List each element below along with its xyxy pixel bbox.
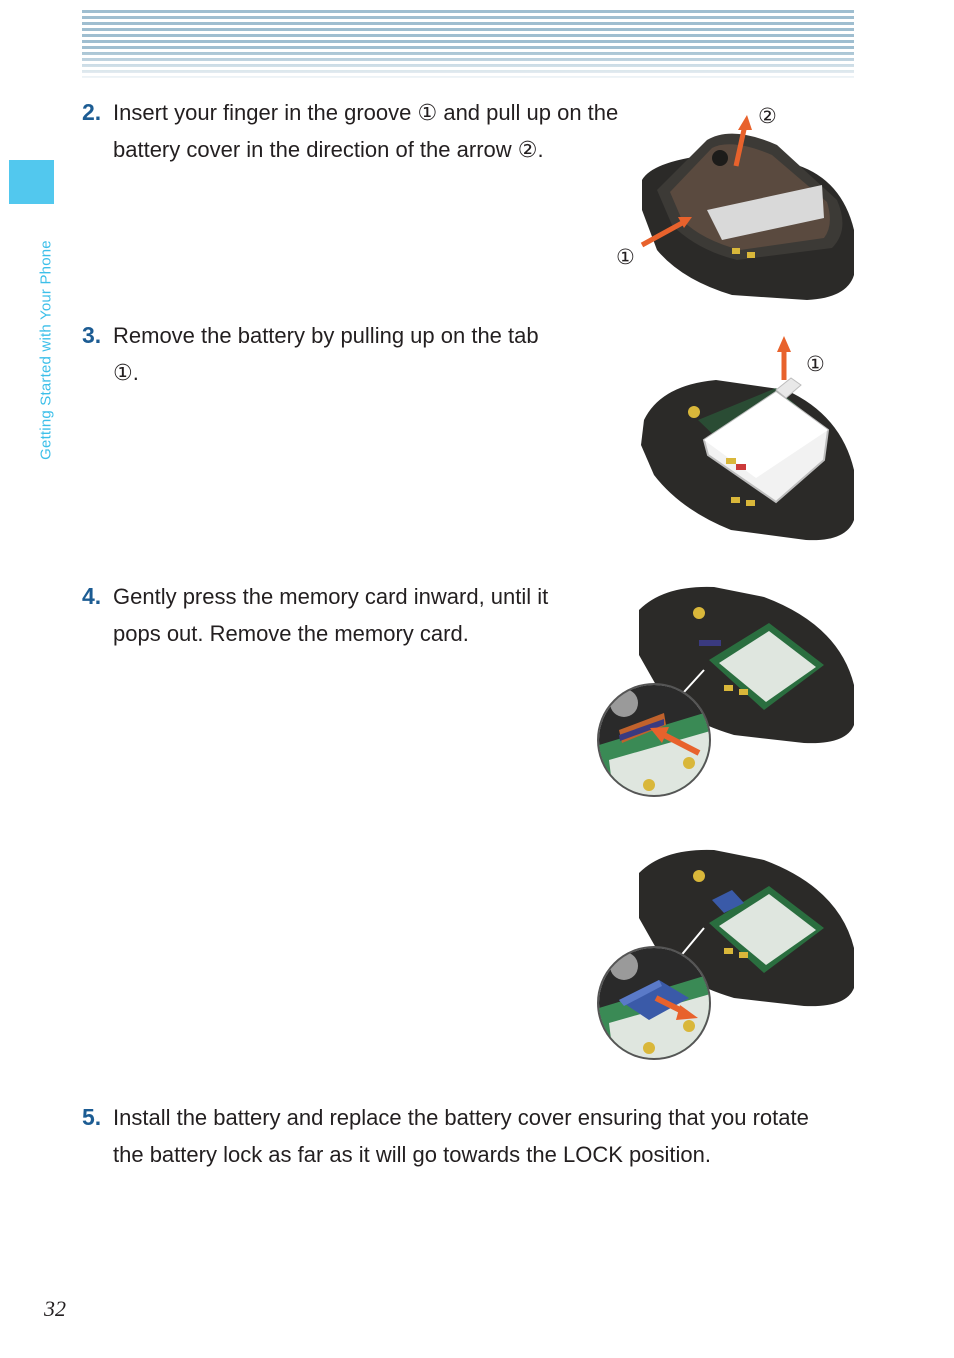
step-text: Install the battery and replace the batt… [113, 1105, 809, 1167]
memory-card-removed-illustration [594, 848, 856, 1063]
callout-2: ② [758, 105, 777, 128]
step-number: 4. [82, 583, 102, 609]
callout-1: ① [806, 353, 825, 376]
step-2: 2. Insert your finger in the groove ① an… [82, 94, 623, 168]
step-number: 2. [82, 99, 102, 125]
header-band [82, 10, 854, 78]
section-tab [9, 160, 54, 204]
step-3: 3. Remove the battery by pulling up on t… [82, 317, 563, 391]
page-number: 32 [44, 1296, 66, 1321]
step-4: 4. Gently press the memory card inward, … [82, 578, 593, 652]
callout-1: ① [616, 246, 635, 269]
section-label: Getting Started with Your Phone [37, 240, 55, 460]
step-text: Remove the battery by pulling up on the … [113, 323, 539, 385]
step-5: 5. Install the battery and replace the b… [82, 1099, 813, 1173]
step-text: Insert your finger in the groove ① and p… [113, 100, 619, 162]
battery-removal-illustration: ① [636, 330, 861, 545]
step-number: 5. [82, 1104, 102, 1130]
step-text: Gently press the memory card inward, unt… [113, 584, 549, 646]
memory-card-press-illustration [594, 585, 856, 800]
battery-cover-illustration: ② ① [612, 100, 862, 305]
step-number: 3. [82, 322, 102, 348]
